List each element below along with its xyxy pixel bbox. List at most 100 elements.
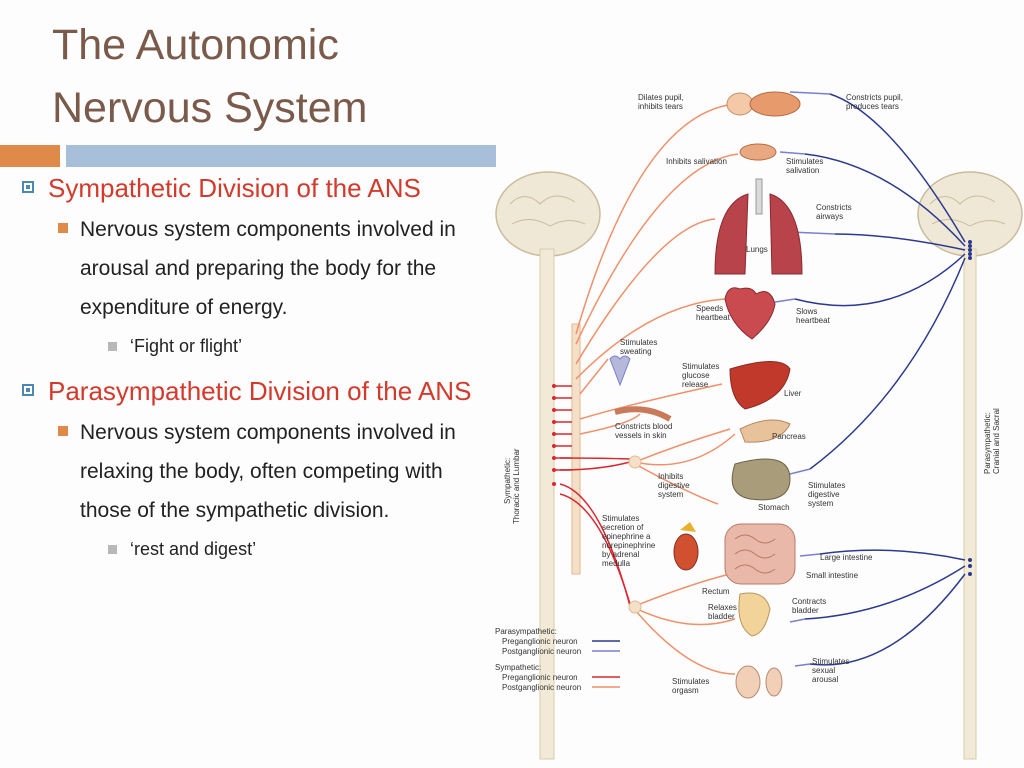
left-brain-icon [495,171,601,257]
sympathetic-heading: Sympathetic Division of the ANS [18,168,478,208]
label-stimulates-sweating: Stimulates [620,338,657,347]
label-adrenal-5: by adrenal [602,550,640,559]
small-square-bullet-icon [108,545,117,554]
label-inhibits-digestive: Inhibits [658,472,683,481]
salivary-gland-icon [739,143,777,161]
bladder-icon [738,592,771,637]
label-relaxes-bladder-2: bladder [708,612,735,621]
label-large-intestine: Large intestine [820,553,873,562]
parasympathetic-description: Nervous system components involved in re… [18,413,478,530]
liver-icon [729,361,791,410]
label-stimulates-sweating-2: sweating [620,347,652,356]
label-stimulates-orgasm: Stimulates [672,677,709,686]
sweat-gland-icon [609,355,631,387]
label-sympathetic-spine-2: Thoracic and Lumbar [512,448,521,524]
bullet-list: Sympathetic Division of the ANS Nervous … [18,168,478,574]
eye-icon [726,91,801,117]
sympathetic-effect-labels: Dilates pupil, inhibits tears Inhibits s… [602,93,737,695]
label-adrenal-2: secretion of [602,523,644,532]
legend-sym-post: Postganglionic neuron [502,683,581,692]
sympathetic-dots [552,384,556,486]
label-dilates-pupil: Dilates pupil, [638,93,684,102]
label-stimulates-arousal-3: arousal [812,675,838,684]
title-line-1: The Autonomic [52,21,339,69]
pancreas-icon [739,419,791,443]
label-dilates-pupil-2: inhibits tears [638,102,683,111]
sympathetic-tagline: ‘Fight or flight’ [18,331,478,361]
label-stimulates-digestive: Stimulates [808,481,845,490]
label-pancreas: Pancreas [772,432,806,441]
blood-vessel-icon [614,406,672,422]
label-stimulates-orgasm-2: orgasm [672,686,699,695]
label-parasympathetic-spine-2: Cranial and Sacral [992,408,1001,474]
right-spinal-cord [963,248,977,760]
legend-sym-title: Sympathetic: [495,663,541,672]
small-square-bullet-icon [108,342,117,351]
legend-para-pre: Preganglionic neuron [502,637,578,646]
sympathetic-preganglionic-lines [554,385,631,607]
square-bullet-icon [22,181,34,193]
heart-icon [724,287,776,340]
label-stimulates-digestive-3: system [808,499,834,508]
label-stimulates-glucose-3: release [682,380,709,389]
label-adrenal-3: epinephrine a [602,532,651,541]
legend-para-post: Postganglionic neuron [502,647,581,656]
label-parasympathetic-spine: Parasympathetic: [983,412,992,474]
label-inhibits-salivation: Inhibits salivation [666,157,727,166]
parasympathetic-heading: Parasympathetic Division of the ANS [18,371,478,411]
organ-labels: Lungs Liver Pancreas Stomach Large intes… [702,245,873,596]
legend-sym-pre: Preganglionic neuron [502,673,578,682]
label-inhibits-digestive-3: system [658,490,684,499]
filled-square-bullet-icon [58,426,68,436]
intestine-icon [724,523,796,585]
label-inhibits-digestive-2: digestive [658,481,690,490]
label-constricts-airways-2: airways [816,212,843,221]
label-constricts-airways: Constricts [816,203,852,212]
label-liver: Liver [784,389,802,398]
label-stimulates-glucose-2: glucose [682,371,710,380]
label-sympathetic-spine: Sympathetic: [503,458,512,504]
sympathetic-description: Nervous system components involved in ar… [18,210,478,327]
label-lungs: Lungs [746,245,768,254]
diagram-legend: Parasympathetic: Preganglionic neuron Po… [495,627,620,692]
accent-bar-orange [0,145,60,167]
adrenal-kidney-icon [673,522,699,571]
label-adrenal-4: norepinephrine [602,541,656,550]
label-contracts-bladder: Contracts [792,597,826,606]
label-constricts-vessels: Constricts blood [615,422,672,431]
label-stimulates-digestive-2: digestive [808,490,840,499]
label-adrenal: Stimulates [602,514,639,523]
label-small-intestine: Small intestine [806,571,859,580]
parasympathetic-preganglionic-lines [794,93,966,666]
label-contracts-bladder-2: bladder [792,606,819,615]
left-spinal-cord [539,248,555,760]
square-bullet-icon [22,384,34,396]
reproductive-icon [735,665,783,699]
parasympathetic-effect-labels: Constricts pupil, produces tears Stimula… [786,93,903,684]
label-stimulates-glucose: Stimulates [682,362,719,371]
label-constricts-pupil-2: produces tears [846,102,899,111]
label-stimulates-salivation: Stimulates [786,157,823,166]
label-stimulates-arousal-2: sexual [812,666,835,675]
ans-diagram: Dilates pupil, inhibits tears Inhibits s… [495,91,1023,760]
sympathetic-postganglionic-lines [575,103,739,675]
label-stimulates-salivation-2: salivation [786,166,819,175]
label-constricts-vessels-2: vessels in skin [615,431,667,440]
label-constricts-pupil: Constricts pupil, [846,93,903,102]
slide-title: The Autonomic Nervous System [52,14,492,140]
label-stomach: Stomach [758,503,790,512]
label-speeds-heartbeat: Speeds [696,304,723,313]
label-adrenal-6: medulla [602,559,631,568]
label-stimulates-arousal: Stimulates [812,657,849,666]
lungs-icon [714,178,803,275]
label-slows-heartbeat-2: heartbeat [796,316,831,325]
label-slows-heartbeat: Slows [796,307,817,316]
accent-bar-blue [66,145,496,167]
label-rectum: Rectum [702,587,730,596]
sympathetic-ganglion-chain [571,323,581,575]
parasympathetic-tagline: ‘rest and digest’ [18,534,478,564]
filled-square-bullet-icon [58,223,68,233]
label-relaxes-bladder: Relaxes [708,603,737,612]
title-line-2: Nervous System [52,84,368,132]
label-speeds-heartbeat-2: heartbeat [696,313,731,322]
